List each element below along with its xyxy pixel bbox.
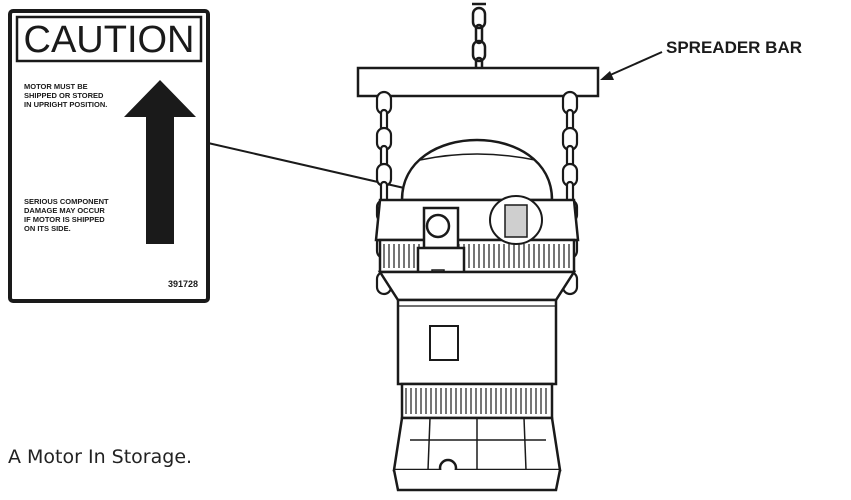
spreader-bar-label: SPREADER BAR — [666, 38, 802, 57]
upright-line-2: SHIPPED OR STORED — [24, 91, 104, 100]
spreader-bar-arrowhead-icon — [600, 71, 614, 80]
motor-caution-decal — [504, 204, 528, 238]
top-chain — [471, 2, 487, 72]
warning-text: SERIOUS COMPONENT DAMAGE MAY OCCUR IF MO… — [24, 197, 111, 233]
motor — [374, 138, 580, 492]
motor-upper-housing — [374, 198, 580, 242]
motor-lower-fins — [400, 382, 554, 420]
caution-label: CAUTION MOTOR MUST BE SHIPPED OR STORED … — [8, 9, 210, 303]
caution-title-box — [15, 15, 203, 63]
upright-text: MOTOR MUST BE SHIPPED OR STORED IN UPRIG… — [24, 82, 107, 109]
motor-dome — [400, 138, 554, 202]
warning-line-3: IF MOTOR IS SHIPPED — [24, 215, 105, 224]
up-arrow-icon — [124, 80, 196, 244]
nameplate — [429, 325, 459, 361]
warning-line-4: ON ITS SIDE. — [24, 224, 71, 233]
motor-shoulder — [377, 270, 577, 302]
motor-frame — [396, 298, 558, 386]
warning-line-2: DAMAGE MAY OCCUR — [24, 206, 105, 215]
motor-foot — [392, 469, 562, 492]
figure-caption: A Motor In Storage. — [8, 446, 193, 468]
upright-line-3: IN UPRIGHT POSITION. — [24, 100, 107, 109]
spreader-bar-leader — [607, 51, 663, 77]
upright-line-1: MOTOR MUST BE — [24, 82, 88, 91]
caution-title: CAUTION — [24, 19, 195, 61]
warning-line-1: SERIOUS COMPONENT — [24, 197, 109, 206]
motor-lug-hole — [425, 213, 451, 239]
spreader-bar — [356, 66, 600, 98]
part-number: 391728 — [168, 279, 198, 289]
